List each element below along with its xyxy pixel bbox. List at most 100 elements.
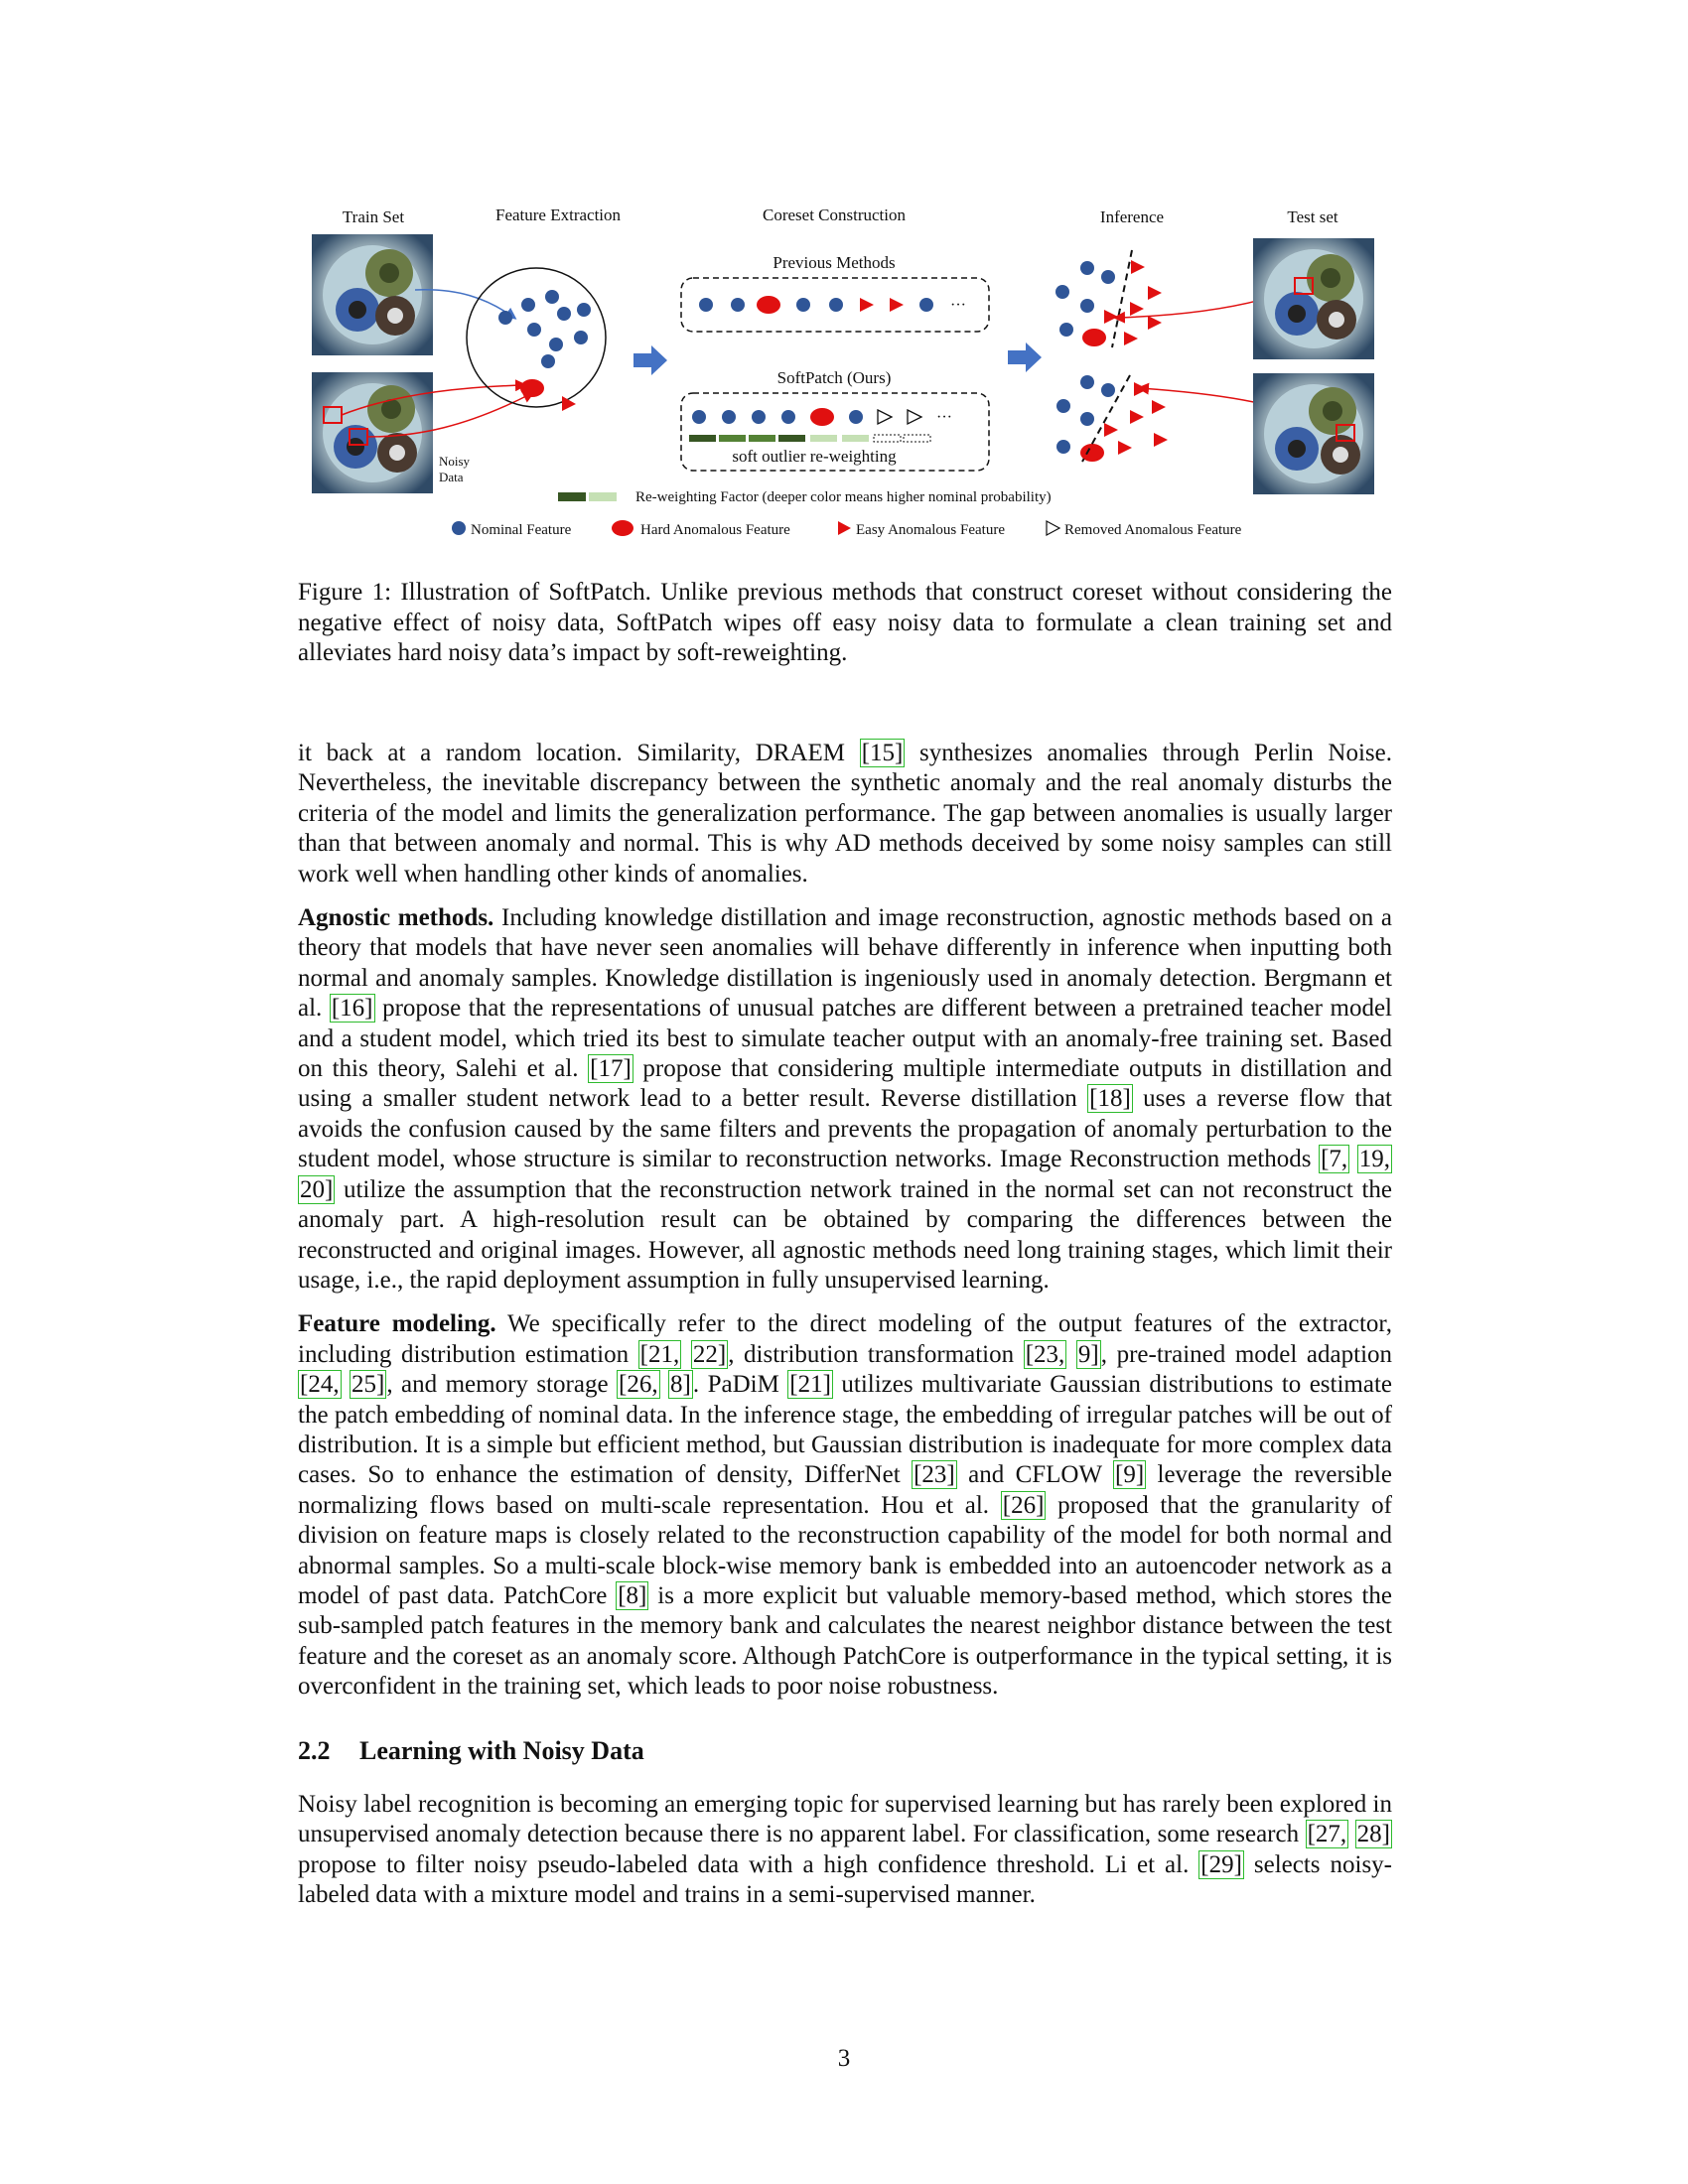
text-run: and CFLOW (956, 1461, 1113, 1489)
text-run: , and memory storage (386, 1371, 618, 1399)
figure-caption: Figure 1: Illustration of SoftPatch. Unl… (298, 579, 1392, 666)
citation-link[interactable]: [16] (329, 994, 375, 1024)
nominal-legend-text: Nominal Feature (471, 522, 572, 538)
feature-nominal-dots (498, 290, 591, 368)
inference-title: Inference (1100, 207, 1164, 226)
text-run: it back at a random location. Similarity… (298, 740, 860, 766)
text-run: Including knowledge distillation and ima… (298, 904, 1392, 1023)
test-set-title: Test set (1287, 207, 1337, 226)
citation-link[interactable]: [8] (616, 1580, 649, 1610)
inference-top-boundary (1111, 249, 1133, 348)
arrow-right-icon (1008, 342, 1042, 372)
softpatch-hard-anomaly (810, 408, 834, 426)
easy-anomaly-triangle (562, 396, 576, 411)
citation-link[interactable]: [26] (1000, 1490, 1047, 1520)
previous-ellipsis: ··· (950, 297, 966, 314)
nominal-legend-icon (452, 521, 466, 535)
citation-link[interactable]: [15] (859, 739, 906, 767)
reweighting-bars (689, 434, 931, 443)
paragraph-feature-modeling: Feature modeling. We specifically refer … (298, 1309, 1392, 1702)
text-run: uses a reverse flow that avoids the conf… (298, 1085, 1392, 1173)
citation-link[interactable]: [23, (1023, 1339, 1067, 1369)
red-link-arrow-1 (341, 379, 527, 416)
text-run: utilize the assumption that the reconstr… (298, 1175, 1392, 1294)
previous-methods-box (680, 277, 990, 333)
citation-link[interactable]: [7, (1319, 1145, 1350, 1174)
text-run: We specifically refer to the direct mode… (298, 1310, 1392, 1368)
citation-link[interactable]: 25] (350, 1370, 387, 1400)
citation-link[interactable]: [27, (1305, 1820, 1349, 1849)
inference-bottom-hard-anomaly (1080, 444, 1104, 462)
arrow-right-icon (633, 345, 667, 375)
text-run: proposed that the granularity of divisio… (298, 1491, 1393, 1609)
citation-link[interactable]: 20] (298, 1174, 336, 1204)
inference-top-nominal (1055, 261, 1115, 337)
previous-hard-anomaly (757, 296, 780, 314)
section-number: 2.2 (298, 1735, 331, 1765)
softpatch-illustration: Train Set Feature Extraction Coreset Con… (312, 205, 1374, 538)
citation-link[interactable]: [21] (787, 1370, 833, 1400)
page-number: 3 (837, 2045, 851, 2072)
citation-link[interactable]: [17] (588, 1054, 633, 1084)
removed-anomalous-legend-text: Removed Anomalous Feature (1064, 522, 1242, 538)
run-in-heading: Agnostic methods. (298, 904, 494, 932)
text-run: propose that considering multiple interm… (298, 1055, 1392, 1113)
hard-anomaly-ellipse (520, 379, 544, 397)
softpatch-nominal-dots (692, 410, 863, 424)
test-photo-bottom (1253, 373, 1374, 494)
inference-top-hard-anomaly (1082, 329, 1106, 346)
text-run: , pre-trained model adaption (1100, 1340, 1393, 1368)
noisy-label-line1: Noisy (439, 454, 471, 469)
citation-link[interactable]: 9] (1075, 1339, 1101, 1369)
body-text: it back at a random location. Similarity… (298, 739, 1392, 1925)
reweighting-legend-text: Re-weighting Factor (deeper color means … (635, 489, 1052, 505)
text-run: Noisy label recognition is becoming an e… (298, 1791, 1392, 1848)
paragraph: it back at a random location. Similarity… (298, 739, 1392, 889)
train-photo-top (312, 234, 433, 355)
citation-link[interactable]: [21, (637, 1339, 682, 1369)
paragraph: Noisy label recognition is becoming an e… (298, 1790, 1392, 1911)
citation-link[interactable]: 8] (668, 1370, 693, 1400)
citation-link[interactable]: [9] (1113, 1460, 1147, 1490)
feature-space-circle (466, 267, 607, 408)
citation-link[interactable]: 19, (1356, 1145, 1393, 1174)
train-photo-noisy (312, 372, 433, 493)
coreset-construction-title: Coreset Construction (763, 205, 907, 224)
softpatch-ellipsis: ··· (936, 409, 952, 426)
softpatch-label: SoftPatch (Ours) (777, 368, 892, 387)
inference-top-easy-anomalies (1104, 260, 1162, 345)
train-set-title: Train Set (343, 207, 404, 226)
paragraph-agnostic-methods: Agnostic methods. Including knowledge di… (298, 903, 1393, 1296)
citation-link[interactable]: [23] (912, 1460, 957, 1490)
citation-link[interactable]: [18] (1087, 1084, 1133, 1114)
citation-link[interactable]: 28] (1354, 1820, 1392, 1849)
previous-nominal-dots (699, 298, 933, 312)
red-link-arrow-2 (366, 391, 535, 438)
inference-bottom-boundary (1081, 374, 1131, 463)
figure-1: Train Set Feature Extraction Coreset Con… (298, 199, 1390, 556)
softpatch-box (680, 392, 990, 472)
text-run: selects noisy-labeled data with a mixtur… (298, 1850, 1392, 1909)
previous-easy-anomalies (860, 298, 904, 312)
test-photo-top (1253, 238, 1374, 359)
text-run: is a more explicit but valuable memory-b… (298, 1581, 1392, 1701)
noisy-label-line2: Data (439, 470, 464, 484)
soft-outlier-label: soft outlier re-weighting (732, 447, 897, 466)
text-run: , distribution transformation (728, 1340, 1024, 1368)
section-heading: 2.2 Learning with Noisy Data (298, 1736, 1392, 1766)
citation-link[interactable]: [26, (617, 1370, 660, 1400)
citation-link[interactable]: [24, (298, 1370, 342, 1400)
hard-anomalous-legend-icon (612, 520, 633, 536)
easy-anomalous-legend-icon (838, 521, 851, 535)
text-run: propose to filter noisy pseudo-labeled d… (298, 1850, 1199, 1878)
hard-anomalous-legend-text: Hard Anomalous Feature (640, 522, 790, 538)
citation-link[interactable]: [29] (1198, 1849, 1244, 1879)
text-run: . PaDiM (692, 1371, 788, 1399)
removed-anomaly-triangles (877, 408, 923, 426)
section-title: Learning with Noisy Data (359, 1735, 644, 1765)
run-in-heading: Feature modeling. (298, 1310, 496, 1338)
text-run: leverage the reversible normalizing flow… (298, 1461, 1393, 1519)
weight-dark-swatch (558, 492, 586, 501)
citation-link[interactable]: 22] (690, 1339, 729, 1369)
